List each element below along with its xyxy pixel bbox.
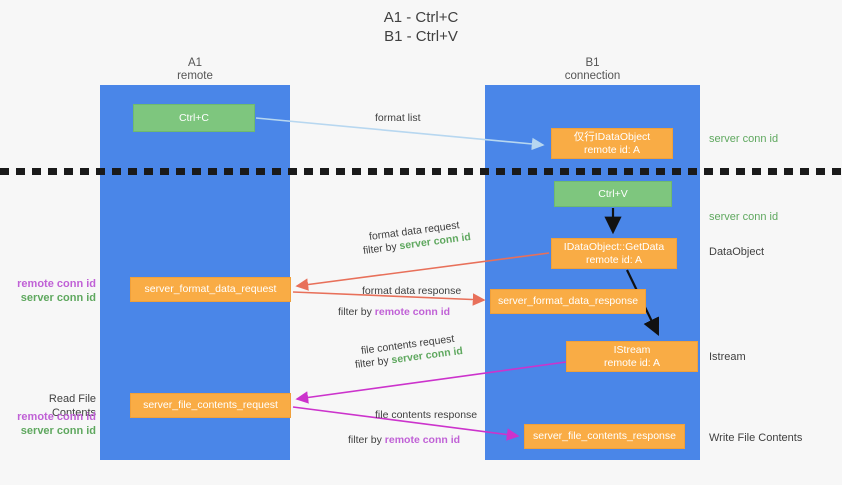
box-ctrl-c[interactable]: Ctrl+C bbox=[133, 104, 255, 132]
arrow-label-filter-remote-conn-2: filter by remote conn id bbox=[348, 433, 460, 447]
box-istream[interactable]: IStream remote id: A bbox=[566, 341, 698, 372]
diagram-title: A1 - Ctrl+C B1 - Ctrl+V bbox=[383, 9, 459, 45]
label-server-conn-id-mid: server conn id bbox=[709, 211, 779, 223]
remote-conn-id-text-1: remote conn id bbox=[374, 306, 451, 318]
label-istream: Istream bbox=[709, 351, 746, 363]
filter-by-text-2: filter by bbox=[338, 306, 372, 318]
box-server-file-contents-request[interactable]: server_file_contents_request bbox=[130, 393, 291, 418]
column-header-a1: A1 remote bbox=[177, 57, 213, 82]
box-server-format-data-response[interactable]: server_format_data_response bbox=[490, 289, 646, 314]
label-dataobject: DataObject bbox=[709, 246, 765, 258]
label-conn-ids-file: remote conn id server conn id bbox=[10, 410, 96, 438]
arrow-label-format-data-response: format data response bbox=[362, 285, 462, 297]
label-server-conn-id-1: server conn id bbox=[20, 292, 96, 304]
remote-conn-id-text-2: remote conn id bbox=[384, 434, 461, 446]
label-remote-conn-id-1: remote conn id bbox=[17, 278, 96, 290]
box-server-file-contents-response[interactable]: server_file_contents_response bbox=[524, 424, 685, 449]
box-idataobject[interactable]: 仅行IDataObject remote id: A bbox=[551, 128, 673, 159]
filter-by-text-3: filter by bbox=[354, 354, 390, 372]
label-write-file-contents: Write File Contents bbox=[709, 432, 803, 444]
box-server-format-data-request[interactable]: server_format_data_request bbox=[130, 277, 291, 302]
label-conn-ids-format: remote conn id server conn id bbox=[10, 277, 96, 305]
label-server-conn-id-2: server conn id bbox=[20, 425, 96, 437]
box-idataobject-getdata[interactable]: IDataObject::GetData remote id: A bbox=[551, 238, 677, 269]
label-remote-conn-id-2: remote conn id bbox=[17, 411, 96, 423]
label-server-conn-id-top: server conn id bbox=[709, 133, 779, 145]
filter-by-text-4: filter by bbox=[348, 434, 382, 446]
box-ctrl-v[interactable]: Ctrl+V bbox=[554, 181, 672, 207]
label-read-file-contents: Read File Contents bbox=[48, 393, 96, 419]
phase-divider-dashed-line bbox=[0, 168, 842, 175]
column-header-b1: B1 connection bbox=[564, 57, 621, 82]
arrow-label-format-list: format list bbox=[375, 112, 421, 124]
arrow-label-filter-remote-conn-1: filter by remote conn id bbox=[338, 305, 450, 319]
filter-by-text-1: filter by bbox=[362, 240, 398, 258]
arrow-label-file-contents-response: file contents response bbox=[375, 409, 478, 421]
